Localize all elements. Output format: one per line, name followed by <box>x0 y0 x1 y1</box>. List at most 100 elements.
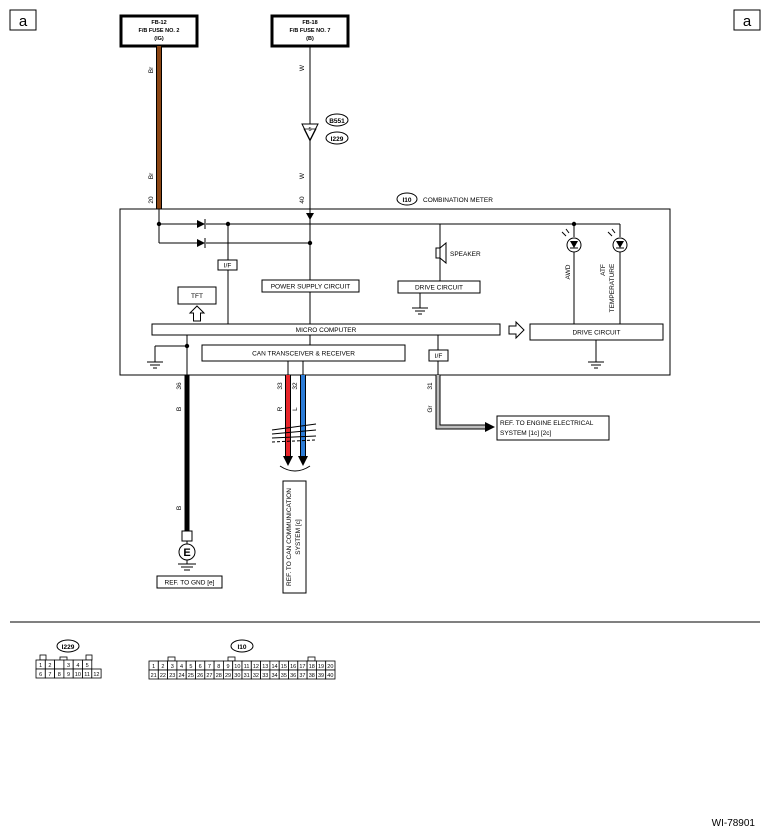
twisted-pair-mark <box>271 423 317 472</box>
wire-label-br-bottom: Br <box>148 172 155 179</box>
wire-label-l: L <box>292 407 299 411</box>
connector-pin-number: 7 <box>48 672 51 678</box>
connector-pin-number: 21 <box>151 673 157 679</box>
i229-label: I229 <box>331 136 344 143</box>
ref-gnd-box <box>156 575 223 589</box>
can-l-arrow-icon <box>298 456 308 466</box>
corner-label-right: a <box>733 9 761 31</box>
if-block-upper <box>217 259 238 271</box>
ref-can-label-2: SYSTEM [c] <box>295 519 302 555</box>
meter-title: COMBINATION METER <box>423 197 493 204</box>
connector-pin-number: 27 <box>206 673 212 679</box>
figure-id: WI-78901 <box>712 818 756 829</box>
if-block-lower <box>428 349 449 362</box>
connector-pin-number: 10 <box>234 664 240 670</box>
awd-indicator-icon <box>561 228 582 253</box>
tft-block <box>177 286 217 305</box>
connector-pin-number: 30 <box>234 673 240 679</box>
wire-gr <box>436 375 485 429</box>
corner-label-right-text: a <box>743 13 752 30</box>
drive-circuit-right-label: DRIVE CIRCUIT <box>572 330 620 337</box>
corner-label-left: a <box>9 9 37 31</box>
pin-31: 31 <box>427 382 434 390</box>
drive-circuit-upper-label: DRIVE CIRCUIT <box>415 285 463 292</box>
connector-pin-number: 31 <box>244 673 250 679</box>
inline-connector: 5 <box>301 123 319 142</box>
connector-pin-number: 3 <box>171 664 174 670</box>
tft-label: TFT <box>191 293 203 300</box>
connector-pin-number: 7 <box>208 664 211 670</box>
ref-engine-label-1: REF. TO ENGINE ELECTRICAL <box>500 420 594 427</box>
ref-engine-box <box>496 415 610 441</box>
connector-pin-number: 11 <box>84 672 90 678</box>
connector-pin-number: 17 <box>299 664 305 670</box>
fuse-fb18-feed: (B) <box>306 36 314 42</box>
fuse-fb12-id: FB-12 <box>151 20 166 26</box>
drive-arrow-icon <box>508 320 525 340</box>
wire-label-b-top: B <box>176 407 183 411</box>
connector-pin-number: 26 <box>197 673 203 679</box>
connector-pin-number: 1 <box>39 663 42 669</box>
connector-pin-number: 6 <box>39 672 42 678</box>
atf-label-1: ATF <box>600 264 607 276</box>
pin-33: 33 <box>277 382 284 390</box>
connector-pin-number: 28 <box>216 673 222 679</box>
connector-pin-number: 5 <box>189 664 192 670</box>
micro-computer-label: MICRO COMPUTER <box>296 327 357 334</box>
ref-gnd-label: REF. TO GND [e] <box>165 580 215 587</box>
pin-20: 20 <box>148 196 155 204</box>
connector-pin-number: 9 <box>227 664 230 670</box>
connector-i229-label: I229 <box>62 644 75 651</box>
fuse-fb12-feed: (IG) <box>154 36 164 42</box>
connector-pin-number: 38 <box>309 673 315 679</box>
can-transceiver-label: CAN TRANSCEIVER & RECEIVER <box>252 351 355 358</box>
connector-pin-number: 18 <box>309 664 315 670</box>
atf-label-2: TEMPERATURE <box>609 263 616 312</box>
drive-circuit-upper-block <box>397 280 481 294</box>
connector-pin-number: 9 <box>67 672 70 678</box>
connector-pin-number: 19 <box>318 664 324 670</box>
connector-pin-cell <box>54 659 65 670</box>
tft-arrow-icon <box>188 305 206 322</box>
wire-label-w-bottom: W <box>299 172 306 179</box>
awd-label: AWD <box>565 264 572 279</box>
connector-pin-number: 1 <box>152 664 155 670</box>
connector-pin-number: 8 <box>58 672 61 678</box>
i10-badge <box>396 192 418 206</box>
connector-pin-number: 32 <box>253 673 259 679</box>
diode-icon <box>197 238 206 248</box>
pin-32: 32 <box>292 382 299 390</box>
wire-label-b-bottom: B <box>176 506 183 510</box>
ref-engine-label-2: SYSTEM [1c] [2c] <box>500 430 551 437</box>
i10-label: I10 <box>402 197 411 204</box>
if-label-lower: I/F <box>435 353 443 360</box>
connector-pin-number: 8 <box>217 664 220 670</box>
connector-pin-number: 34 <box>271 673 277 679</box>
connector-pin-number: 37 <box>299 673 305 679</box>
wire-label-gr: Gr <box>427 405 434 413</box>
ref-can-label-1: REF. TO CAN COMMUNICATION <box>286 488 293 586</box>
connector-pin-number: 40 <box>327 673 333 679</box>
i229-badge <box>325 131 349 145</box>
connector-pin-number: 33 <box>262 673 268 679</box>
connector-pin-number: 4 <box>180 664 183 670</box>
fuse-box-fb12: FB-12 F/B FUSE NO. 2 (IG) <box>119 14 199 48</box>
connector-pin-number: 39 <box>318 673 324 679</box>
speaker-label: SPEAKER <box>450 251 481 258</box>
wire-gr-outline <box>435 375 485 430</box>
fuse-fb18-name: F/B FUSE NO. 7 <box>290 28 331 34</box>
connector-pin-number: 4 <box>76 663 79 669</box>
can-transceiver-block <box>201 344 406 362</box>
ref-can-box <box>282 480 307 594</box>
corner-label-left-text: a <box>19 13 28 30</box>
connector-pin-number: 16 <box>290 664 296 670</box>
connector-pin-number: 10 <box>75 672 81 678</box>
drive-circuit-right-block <box>529 323 664 341</box>
connector-pin-number: 12 <box>253 664 259 670</box>
diode-icon <box>197 219 206 229</box>
fuse-fb12-name: F/B FUSE NO. 2 <box>139 28 180 34</box>
junction-dots <box>156 221 577 349</box>
connector-pin-number: 15 <box>281 664 287 670</box>
